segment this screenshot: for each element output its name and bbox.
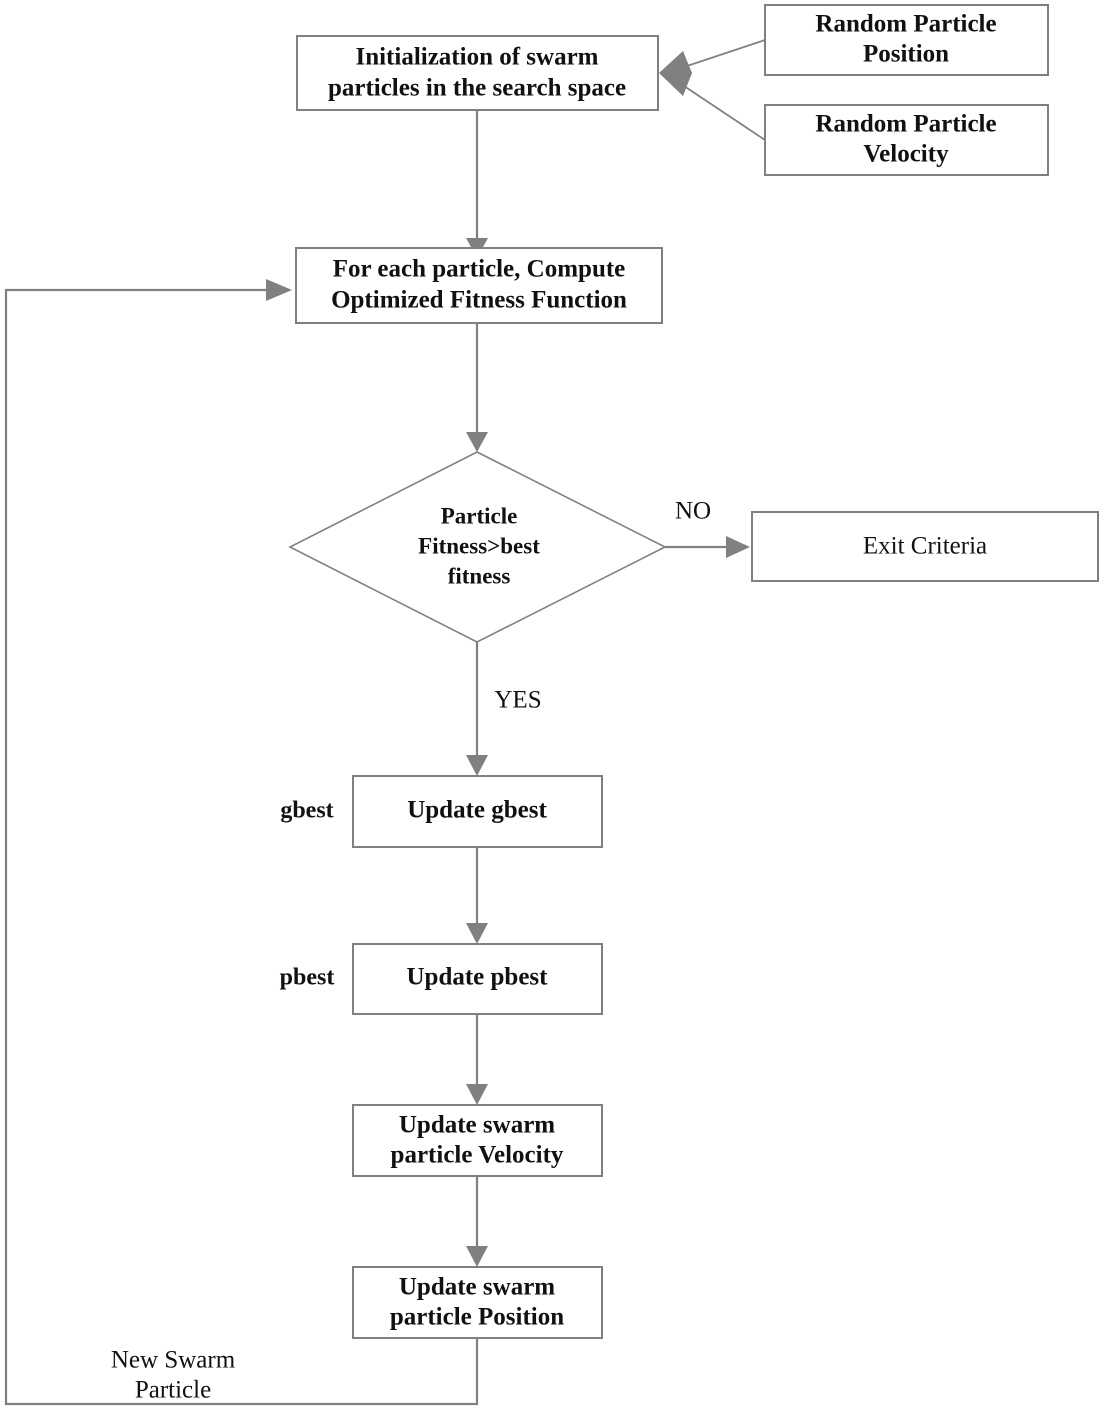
node-random-particle-position-line2: Position	[863, 41, 949, 68]
edge-label-gbest: gbest	[280, 798, 333, 824]
node-initialization-line2: particles in the search space	[328, 75, 626, 102]
edge-pbest-to-velocity	[466, 1013, 488, 1105]
edge-label-no: NO	[675, 498, 711, 525]
edge-velocity-to-position	[466, 1175, 488, 1267]
node-update-pbest[interactable]: Update pbest	[352, 943, 603, 1015]
node-exit-criteria[interactable]: Exit Criteria	[751, 511, 1099, 582]
node-initialization[interactable]: Initialization of swarm particles in the…	[296, 35, 659, 111]
node-decision-line1: Particle	[441, 503, 518, 528]
node-update-velocity[interactable]: Update swarm particle Velocity	[352, 1104, 603, 1177]
node-update-position-line2: particle Position	[390, 1304, 564, 1331]
node-update-gbest-label: Update gbest	[407, 797, 547, 824]
node-random-particle-velocity-line2: Velocity	[863, 141, 949, 168]
edge-label-yes: YES	[494, 687, 541, 714]
node-decision-line3: fitness	[448, 563, 511, 588]
edge-label-pbest: pbest	[280, 965, 335, 991]
node-compute-fitness-line1: For each particle, Compute	[333, 256, 626, 283]
node-exit-criteria-label: Exit Criteria	[863, 533, 987, 560]
edge-label-new-swarm-line1: New Swarm	[111, 1347, 236, 1374]
node-update-pbest-label: Update pbest	[407, 964, 549, 991]
edge-label-new-swarm-line2: Particle	[135, 1377, 211, 1404]
node-random-particle-velocity[interactable]: Random Particle Velocity	[764, 104, 1049, 176]
node-random-particle-position-line1: Random Particle	[815, 11, 996, 38]
edge-init-to-compute	[466, 110, 488, 258]
node-initialization-line1: Initialization of swarm	[355, 44, 598, 71]
edge-velocity-to-init	[671, 77, 766, 141]
edge-decision-to-exit	[665, 536, 750, 558]
node-update-position-line1: Update swarm	[399, 1274, 555, 1301]
edge-gbest-to-pbest	[466, 847, 488, 944]
node-compute-fitness[interactable]: For each particle, Compute Optimized Fit…	[295, 247, 663, 324]
edge-compute-to-decision	[466, 323, 488, 452]
edge-feedback-loop	[4, 279, 479, 1406]
node-decision-particle-fitness[interactable]: Particle Fitness>best fitness	[288, 451, 667, 643]
node-update-velocity-line2: particle Velocity	[391, 1142, 564, 1169]
node-random-particle-velocity-line1: Random Particle	[815, 111, 996, 138]
node-update-velocity-line1: Update swarm	[399, 1112, 555, 1139]
node-random-particle-position[interactable]: Random Particle Position	[764, 4, 1049, 76]
node-compute-fitness-line2: Optimized Fitness Function	[331, 287, 627, 314]
node-update-gbest[interactable]: Update gbest	[352, 775, 603, 848]
edge-decision-to-gbest	[466, 642, 488, 776]
arrowhead-into-init	[659, 51, 692, 96]
node-decision-line2: Fitness>best	[418, 533, 540, 558]
node-update-position[interactable]: Update swarm particle Position	[352, 1266, 603, 1339]
